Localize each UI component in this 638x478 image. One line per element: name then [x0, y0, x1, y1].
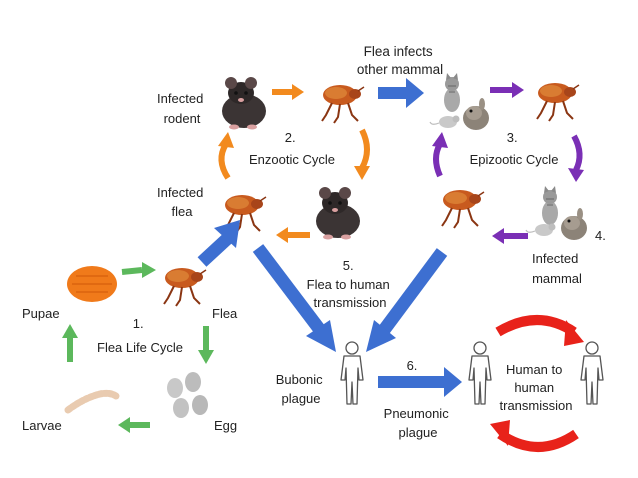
infected-flea-label: Infected flea — [157, 185, 207, 219]
larvae-label: Larvae — [22, 418, 62, 433]
flea-icon — [163, 267, 207, 307]
rabbit-icon — [463, 98, 489, 130]
enzootic-cycle-label: 2. Enzootic Cycle — [249, 130, 335, 167]
enzootic-cycle — [218, 77, 370, 243]
egg-label: Egg — [214, 418, 237, 433]
flea-icon — [321, 84, 365, 124]
orange-arrow — [218, 142, 231, 180]
human-icon — [580, 341, 604, 405]
flea-life-cycle-label: 1. Flea Life Cycle — [97, 316, 183, 355]
pneumonic-arrow — [378, 367, 462, 397]
green-arrow — [121, 267, 143, 275]
human-icon — [468, 341, 492, 405]
flea-icon — [536, 82, 580, 122]
bubonic-plague-label: Bubonic plague — [276, 372, 327, 406]
human-to-human-label: Human to human transmission — [500, 362, 573, 413]
flea-infects-arrow — [378, 78, 424, 108]
cat-icon — [443, 72, 461, 113]
mouse-icon — [525, 222, 557, 237]
flea-infects-label: Flea infects other mammal — [357, 44, 443, 77]
larva-icon — [64, 389, 120, 414]
purple-arrow — [571, 134, 583, 172]
orange-arrow — [359, 128, 370, 170]
pneumonic-plague-label: Pneumonic plague — [384, 406, 453, 440]
flea-label: Flea — [212, 306, 238, 321]
purple-arrow — [433, 142, 443, 178]
infected-mammal-label: Infected mammal — [532, 251, 582, 286]
blue-arrows-to-bubonic — [252, 244, 448, 352]
rodent-icon — [316, 187, 360, 240]
blue-arrow-to-infected-flea — [197, 220, 240, 267]
infected-rodent-label: Infected rodent — [157, 91, 207, 126]
rodent-icon — [222, 77, 266, 130]
red-arrows — [490, 315, 584, 452]
rabbit-icon — [561, 208, 587, 240]
step-6-label: 6. — [407, 358, 418, 373]
epizootic-cycle-label: 3. Epizootic Cycle — [470, 130, 559, 167]
flea-life-cycle — [62, 262, 214, 433]
egg-icon — [167, 372, 208, 418]
cat-icon — [541, 185, 559, 226]
flea-to-human-label: 5. Flea to human transmission — [307, 258, 394, 310]
flea-icon — [441, 189, 485, 229]
epizootic-cycle — [429, 72, 587, 244]
human-icon — [340, 341, 364, 405]
pupae-label: Pupae — [22, 306, 60, 321]
step-4-label: 4. — [595, 228, 606, 243]
mouse-icon — [429, 114, 461, 129]
